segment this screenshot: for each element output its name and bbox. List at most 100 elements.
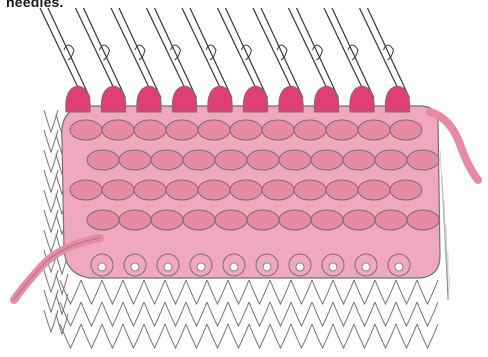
background-stitch xyxy=(228,280,249,304)
stitch-loop xyxy=(119,210,151,230)
background-stitch xyxy=(291,280,312,304)
bottom-loop-hole xyxy=(296,263,304,271)
background-stitch xyxy=(249,280,270,304)
background-stitch xyxy=(249,302,270,326)
needle-edge xyxy=(119,8,161,98)
background-stitch xyxy=(396,280,417,304)
stitch-loop xyxy=(390,120,422,140)
bottom-loop-hole xyxy=(329,263,337,271)
stitch-loop xyxy=(294,180,326,200)
background-stitch xyxy=(333,280,354,304)
background-stitch xyxy=(60,302,81,326)
background-stitch xyxy=(102,324,123,348)
background-stitch xyxy=(270,302,291,326)
stitch-loop xyxy=(198,120,230,140)
needle-edge xyxy=(48,8,90,98)
background-stitch xyxy=(354,302,375,326)
stitch-loop xyxy=(87,150,119,170)
bottom-loop-hole xyxy=(263,263,271,271)
stitch-loop xyxy=(311,210,343,230)
background-stitch xyxy=(312,302,333,326)
stitch-loop xyxy=(247,150,279,170)
needle-edge xyxy=(297,8,339,98)
background-stitch xyxy=(354,324,375,348)
bottom-loop-hole xyxy=(395,263,403,271)
background-stitch xyxy=(228,324,249,348)
stitch-loop xyxy=(358,120,390,140)
background-stitch xyxy=(228,302,249,326)
background-stitch xyxy=(312,324,333,348)
stitch-loop xyxy=(183,150,215,170)
background-stitch xyxy=(417,324,438,348)
background-stitch xyxy=(186,280,207,304)
background-stitch xyxy=(396,324,417,348)
knitting-needles xyxy=(40,8,410,100)
needle-edge xyxy=(261,8,303,98)
stitch-loop xyxy=(247,210,279,230)
stitch-loop xyxy=(279,210,311,230)
knitting-needle xyxy=(360,8,410,100)
stitch-loop xyxy=(151,210,183,230)
stitch-loop xyxy=(375,150,407,170)
stitch-loop xyxy=(326,180,358,200)
stitch-loop xyxy=(70,120,102,140)
background-stitch xyxy=(144,280,165,304)
stitch-loop xyxy=(119,150,151,170)
stitch-loop xyxy=(390,180,422,200)
background-stitch xyxy=(375,324,396,348)
needle-edge xyxy=(226,8,268,98)
background-stitch xyxy=(123,280,144,304)
caption-text: needles. xyxy=(6,0,64,10)
stitch-loop xyxy=(326,120,358,140)
background-stitch xyxy=(375,280,396,304)
background-stitch xyxy=(186,324,207,348)
bottom-loop-hole xyxy=(362,263,370,271)
stitch-loop xyxy=(102,180,134,200)
stitch-loop xyxy=(230,120,262,140)
background-stitch xyxy=(165,280,186,304)
background-stitch xyxy=(270,324,291,348)
stitch-loop xyxy=(151,150,183,170)
bottom-loop-hole xyxy=(131,263,139,271)
background-stitch xyxy=(396,302,417,326)
stitch-loop xyxy=(358,180,390,200)
background-stitch xyxy=(291,302,312,326)
stitch-loop xyxy=(279,150,311,170)
background-stitch xyxy=(44,110,58,132)
needle-edge xyxy=(332,8,374,98)
background-stitch xyxy=(354,280,375,304)
bottom-loop-hole xyxy=(98,263,106,271)
background-stitch xyxy=(81,280,102,304)
stitch-loop xyxy=(70,180,102,200)
background-stitch xyxy=(81,324,102,348)
stitch-loop xyxy=(134,120,166,140)
background-stitch xyxy=(123,324,144,348)
stitch-loop xyxy=(87,210,119,230)
background-stitch xyxy=(207,280,228,304)
stitch-loop xyxy=(407,150,439,170)
background-stitch xyxy=(333,302,354,326)
needle-edge xyxy=(190,8,232,98)
background-stitch xyxy=(270,280,291,304)
stitch-loop xyxy=(343,150,375,170)
stitch-loop xyxy=(102,120,134,140)
background-stitch xyxy=(186,302,207,326)
background-stitch xyxy=(375,302,396,326)
needle-edge xyxy=(84,8,126,98)
stitch-loop xyxy=(294,120,326,140)
pink-knitted-swatch xyxy=(62,86,440,278)
stitch-loop xyxy=(230,180,262,200)
background-stitch xyxy=(249,324,270,348)
background-stitch xyxy=(165,302,186,326)
bottom-loop-hole xyxy=(164,263,172,271)
background-stitch xyxy=(102,280,123,304)
stitch-loop xyxy=(198,180,230,200)
bottom-loop-hole xyxy=(197,263,205,271)
background-stitch xyxy=(417,302,438,326)
needle-edge xyxy=(368,8,410,98)
stitch-loop xyxy=(407,210,439,230)
stitch-loop xyxy=(166,180,198,200)
background-stitch xyxy=(312,280,333,304)
stitch-loop xyxy=(215,210,247,230)
